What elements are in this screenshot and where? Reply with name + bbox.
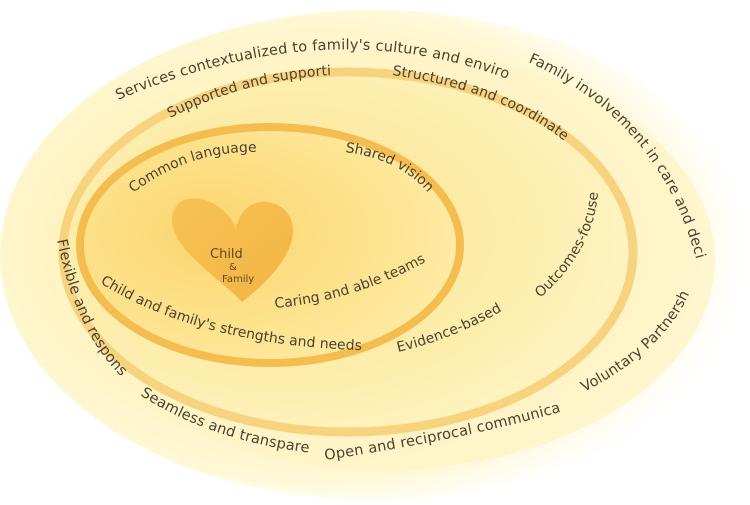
- center-label-family: Family: [222, 274, 254, 285]
- center-label-amp: &: [229, 262, 237, 273]
- heart-icon: [172, 198, 294, 302]
- center-label-child: Child: [210, 247, 243, 262]
